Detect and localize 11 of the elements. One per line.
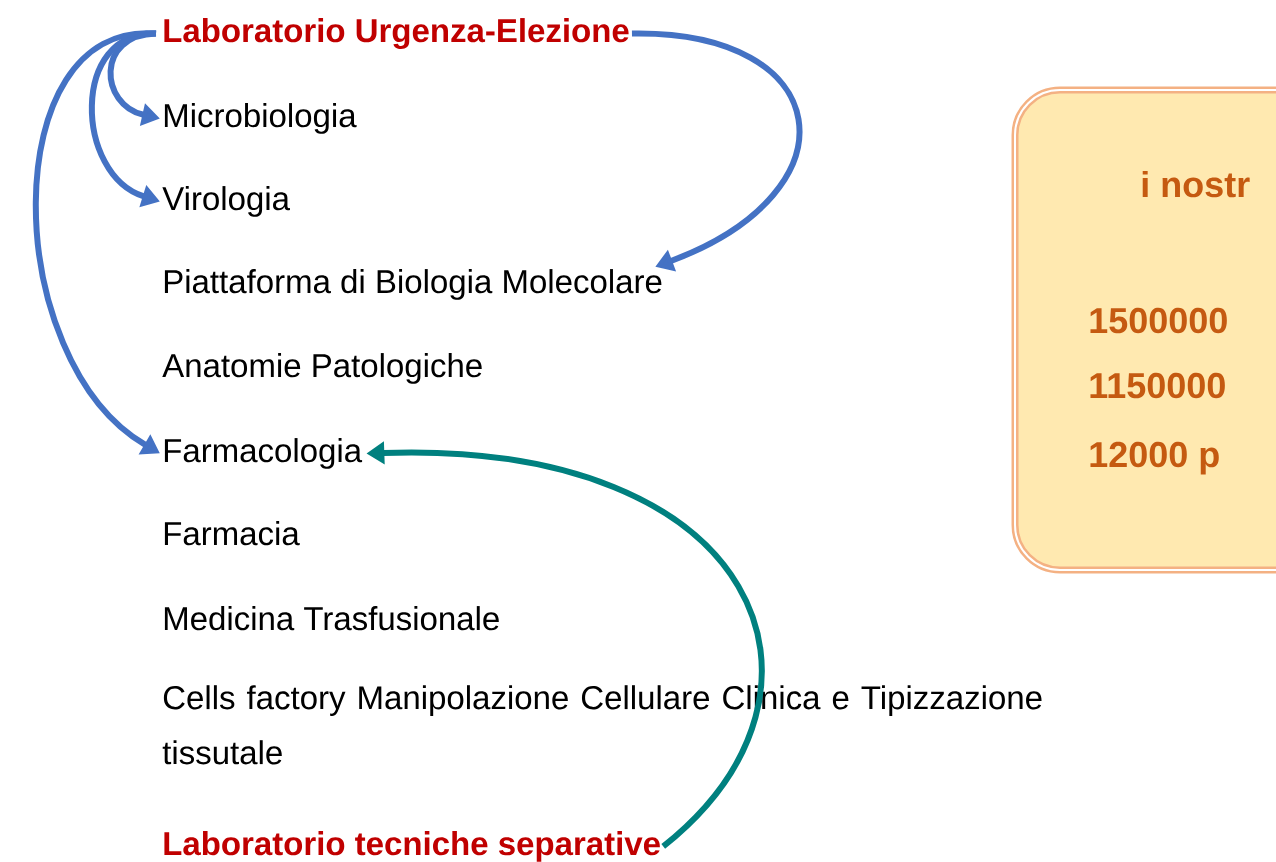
list-item: Medicina Trasfusionale bbox=[164, 606, 499, 631]
list-item: Virologia bbox=[162, 186, 290, 217]
list-item: Anatomie Patologiche bbox=[162, 353, 482, 384]
curved-arrow bbox=[631, 30, 802, 272]
list-item: Piattaforma di Biologia Molecolare bbox=[164, 269, 662, 300]
heading-text: Laboratorio tecniche separative bbox=[164, 831, 660, 862]
list-item: Microbiologia bbox=[164, 103, 357, 134]
list-item: Farmacologia bbox=[164, 438, 363, 469]
list-item: Farmacia bbox=[164, 521, 300, 546]
info-box: i nostr 1500000 1150000 12000 p bbox=[1011, 86, 1276, 574]
heading-text: Laboratorio Urgenza-Elezione bbox=[164, 18, 629, 49]
